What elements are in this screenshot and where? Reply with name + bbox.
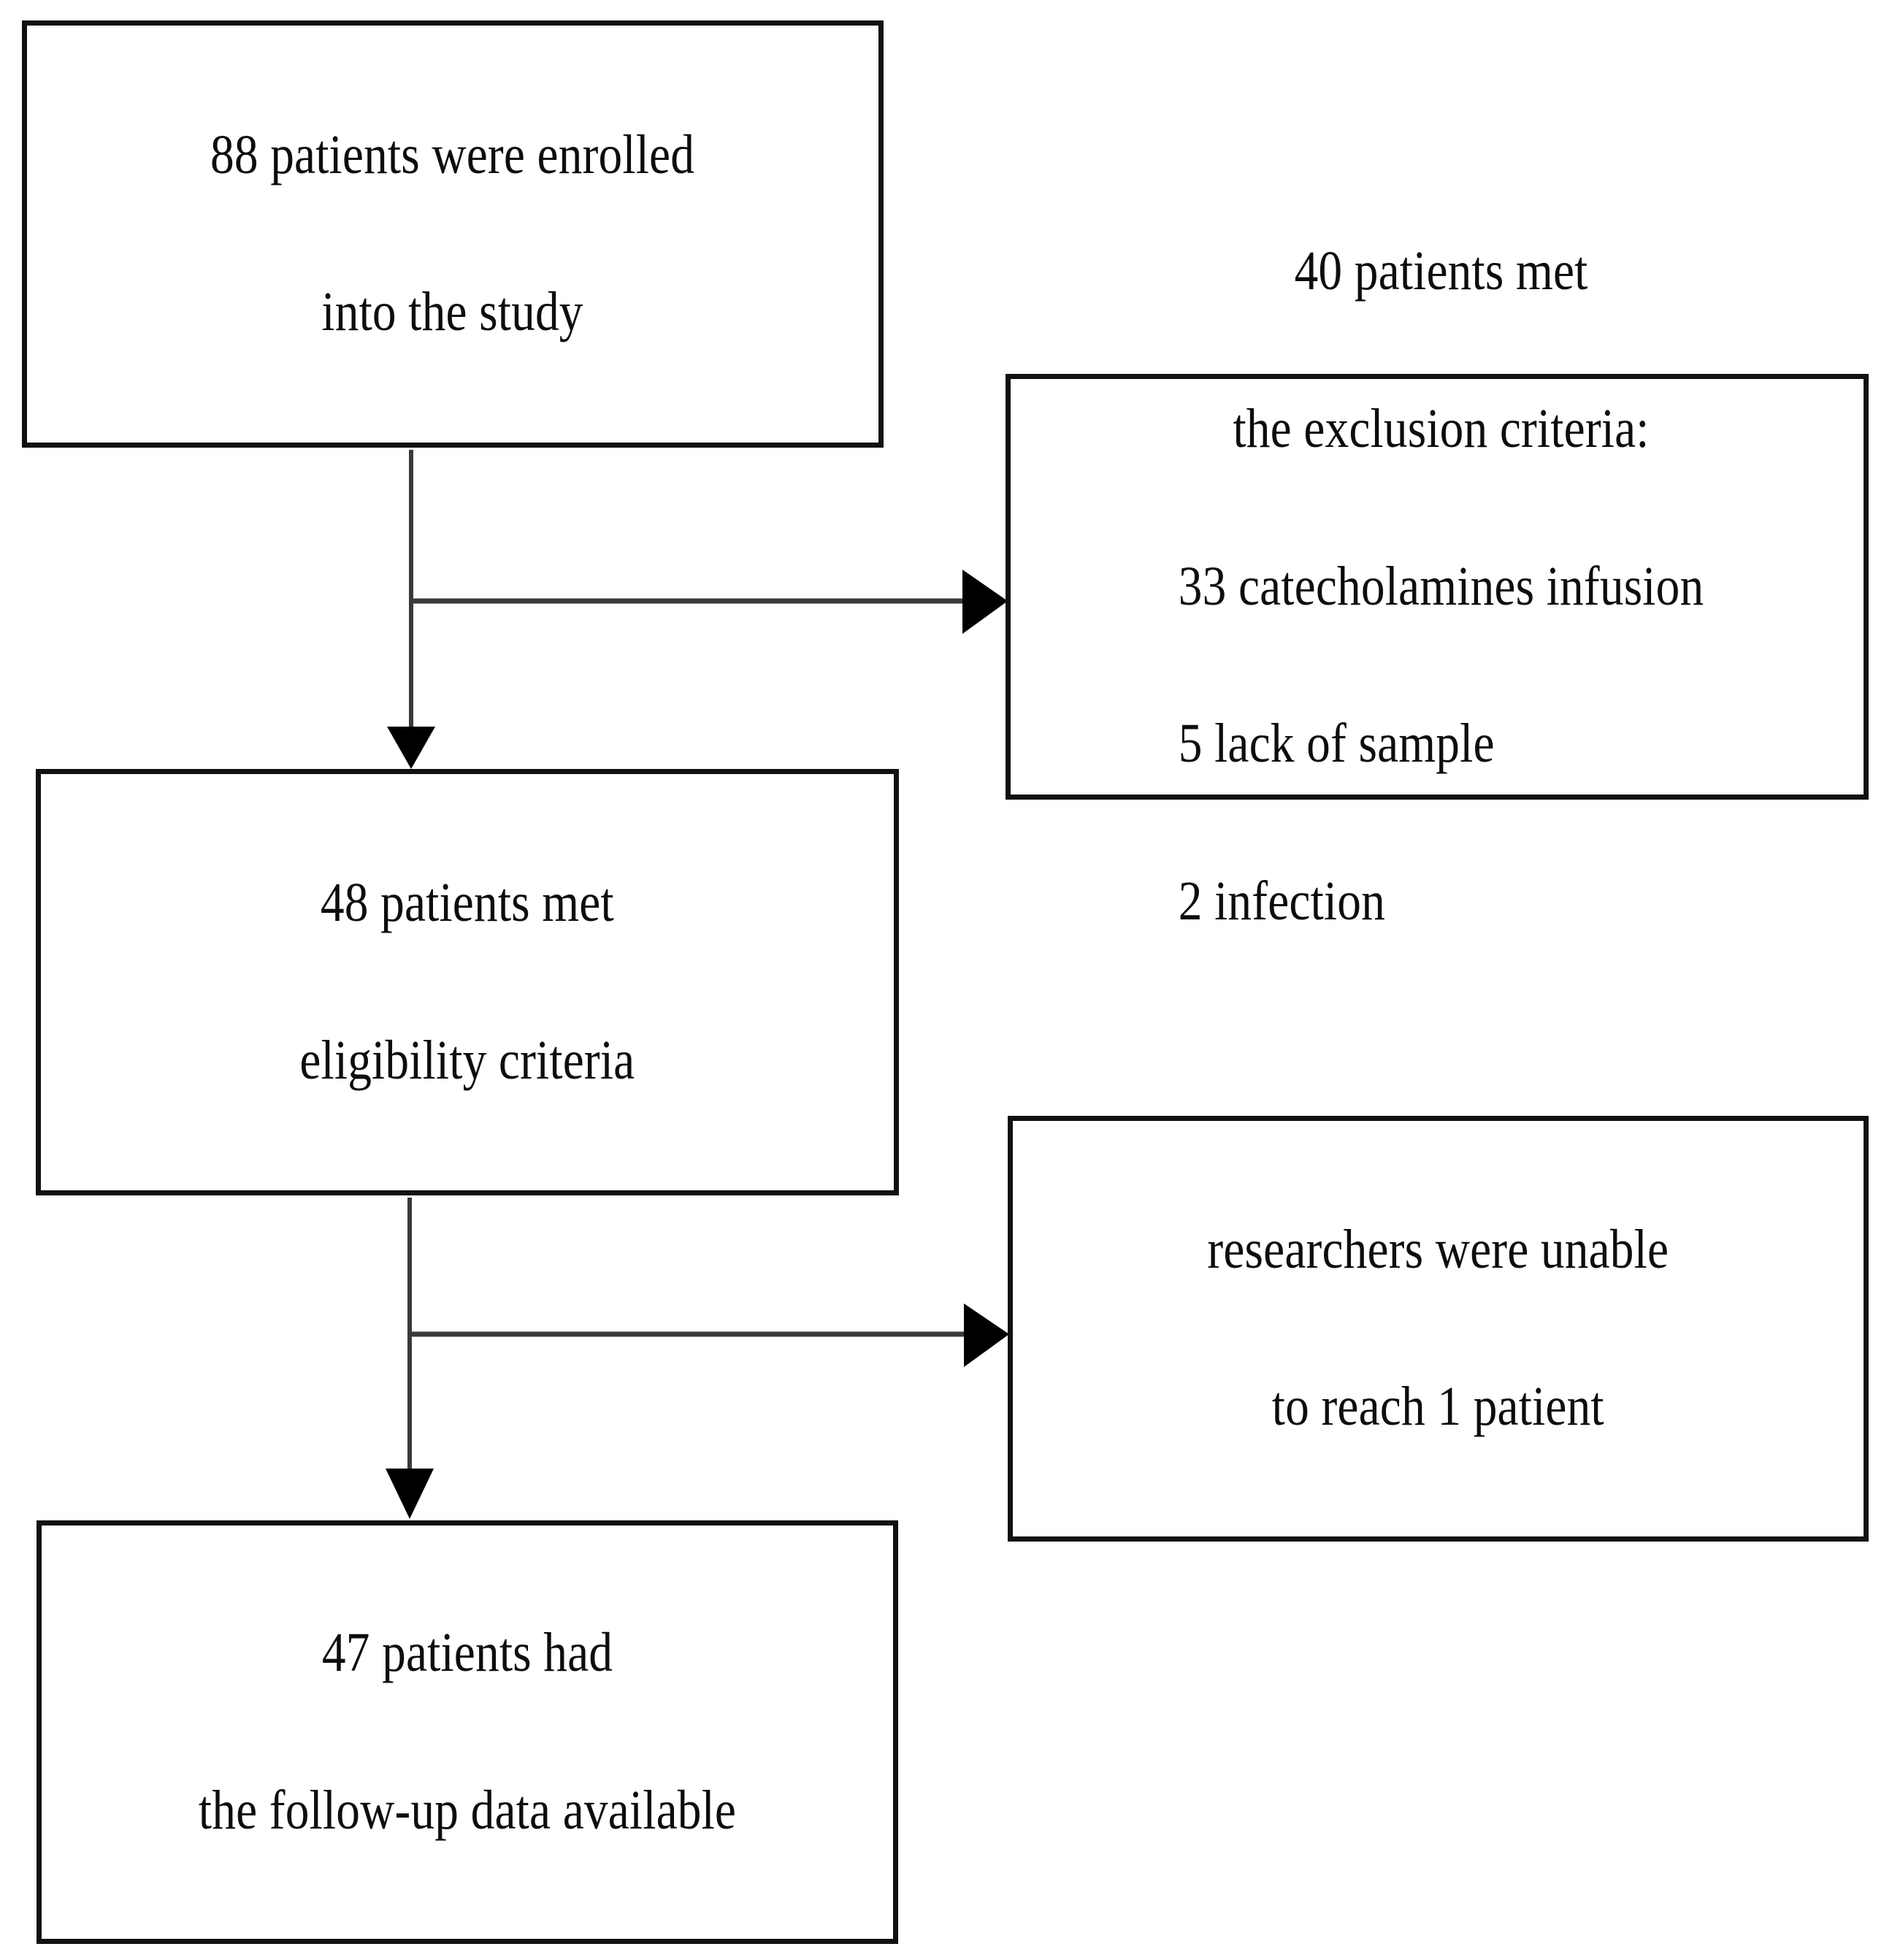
node-eligible-label: 48 patients met eligibility criteria — [282, 785, 652, 1179]
node-enrolled-line-1: 88 patients were enrolled — [210, 123, 695, 185]
node-eligible: 48 patients met eligibility criteria — [36, 769, 899, 1195]
node-followup-label: 47 patients had the follow-up data avail… — [181, 1535, 754, 1929]
node-exclusion-reason-2: 5 lack of sample — [1178, 713, 1495, 775]
node-exclusion-reason-1: 33 catecholamines infusion — [1178, 555, 1704, 617]
node-unreached: researchers were unable to reach 1 patie… — [1008, 1116, 1869, 1542]
node-unreached-line-2: to reach 1 patient — [1272, 1376, 1604, 1438]
node-exclusion: 40 patients met the exclusion criteria: … — [1006, 240, 1869, 932]
node-followup-line-2: the follow-up data available — [198, 1779, 737, 1841]
node-unreached-label: researchers were unable to reach 1 patie… — [1190, 1132, 1687, 1526]
node-exclusion-line-2: the exclusion criteria: — [1233, 397, 1650, 459]
node-exclusion-line-1: 40 patients met — [1294, 240, 1588, 302]
node-enrolled-line-2: into the study — [321, 281, 584, 343]
edge-eligible-to-followup — [386, 1198, 434, 1519]
node-followup: 47 patients had the follow-up data avail… — [37, 1520, 898, 1944]
edge-eligible-to-unreached — [410, 1304, 1009, 1367]
edge-enrolled-to-exclusion — [411, 570, 1008, 634]
edge-enrolled-to-eligible — [387, 450, 435, 769]
node-exclusion-reason-3: 2 infection — [1178, 870, 1385, 933]
node-unreached-line-1: researchers were unable — [1207, 1218, 1669, 1280]
node-enrolled: 88 patients were enrolled into the study — [22, 20, 884, 448]
node-eligible-line-2: eligibility criteria — [299, 1029, 635, 1091]
node-followup-line-1: 47 patients had — [321, 1622, 613, 1684]
node-enrolled-label: 88 patients were enrolled into the study — [193, 37, 712, 432]
node-eligible-line-1: 48 patients met — [321, 872, 614, 934]
node-exclusion-label: 40 patients met the exclusion criteria: … — [1153, 153, 1721, 1020]
